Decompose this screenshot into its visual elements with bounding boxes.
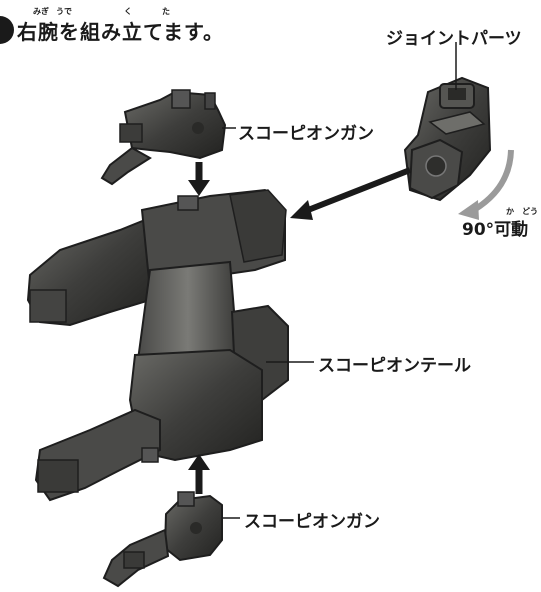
label-scorpion-gun-top: スコーピオンガン xyxy=(238,124,374,144)
rotation-arrow xyxy=(458,149,514,220)
scorpion-gun-top xyxy=(100,89,236,186)
attach-arrow-bottom xyxy=(188,454,210,494)
joint-part xyxy=(403,42,492,202)
step-title: 右腕を組み立てます。 xyxy=(17,20,224,44)
ruby-ku: く xyxy=(124,7,132,16)
label-rotation: 90°可動 xyxy=(462,220,529,240)
step-header: みぎ うで く た 右腕を組み立てます。 xyxy=(0,0,300,44)
step-number-badge xyxy=(0,16,14,44)
ruby-ude: うで xyxy=(56,7,72,16)
scorpion-gun-bottom xyxy=(102,491,240,588)
ruby-ta: た xyxy=(162,7,170,16)
ruby-migi: みぎ xyxy=(33,7,49,16)
attach-arrow-joint xyxy=(290,167,412,220)
label-joint-parts: ジョイントパーツ xyxy=(386,29,522,49)
ruby-rotation: か どう xyxy=(506,207,538,216)
attach-arrow-top xyxy=(188,162,210,196)
label-scorpion-gun-bottom: スコーピオンガン xyxy=(244,512,380,532)
scorpion-tail xyxy=(26,188,314,502)
label-scorpion-tail: スコーピオンテール xyxy=(318,356,471,376)
